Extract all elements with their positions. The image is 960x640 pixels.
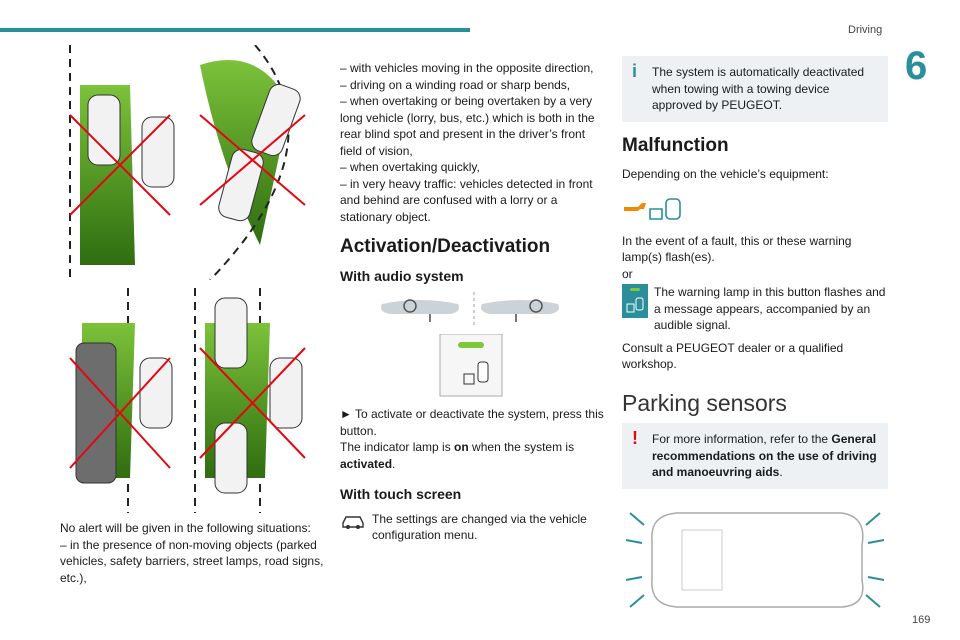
- parking-sensors-car-illustration: [625, 511, 885, 608]
- vehicle-settings-icon: [342, 515, 364, 529]
- list-item: – driving on a winding road or sharp ben…: [340, 77, 571, 92]
- chapter-number: 6: [905, 44, 928, 88]
- malfunction-heading: Malfunction: [622, 134, 729, 156]
- blind-spot-illustration-bottom: [69, 288, 306, 513]
- list-item: – when overtaking quickly,: [340, 160, 480, 174]
- tow-info-text: The system is automatically deactivated …: [652, 65, 865, 112]
- list-item: – when overtaking or being overtaken by …: [340, 94, 595, 158]
- page-number: 169: [912, 614, 931, 626]
- warning-lamps-icons: [624, 197, 681, 220]
- touch-screen-heading: With touch screen: [340, 486, 462, 502]
- parking-info-note: ! For more information, refer to the Gen…: [622, 423, 888, 489]
- list-item: – in very heavy traffic: vehicles detect…: [340, 176, 593, 224]
- no-alert-intro: No alert will be given in the following …: [60, 521, 311, 535]
- press-instruction: ► To activate or deactivate the system, …: [340, 407, 604, 438]
- parking-sensors-heading: Parking sensors: [622, 389, 787, 416]
- touch-screen-text: The settings are changed via the vehicle…: [372, 511, 587, 543]
- list-item: – with vehicles moving in the opposite d…: [340, 61, 594, 75]
- touch-screen-row: The settings are changed via the vehicle…: [340, 511, 608, 544]
- column-2: – with vehicles moving in the opposite d…: [340, 60, 608, 550]
- warning-icon: !: [632, 428, 638, 448]
- button-lamp-text: The warning lamp in this button flashes …: [654, 285, 886, 332]
- consult-text: Consult a PEUGEOT dealer or a qualified …: [622, 340, 844, 372]
- info-icon: i: [632, 61, 638, 81]
- fault-text: In the event of a fault, this or these w…: [622, 233, 852, 265]
- section-title: Driving: [848, 24, 883, 36]
- tow-info-note: i The system is automatically deactivate…: [622, 56, 888, 122]
- activation-heading: Activation/Deactivation: [340, 236, 551, 257]
- blind-spot-illustration-top: [69, 45, 306, 280]
- steering-wheel-icon: [381, 292, 559, 328]
- or-text: or: [622, 266, 633, 281]
- button-lamp-row: The warning lamp in this button flashes …: [622, 284, 888, 334]
- blind-spot-button-lamp-icon: [622, 284, 648, 318]
- no-alert-item: – in the presence of non-moving objects …: [60, 537, 324, 585]
- equipment-text: Depending on the vehicle’s equipment:: [622, 167, 829, 181]
- audio-system-heading: With audio system: [340, 267, 464, 284]
- column-3: i The system is automatically deactivate…: [622, 56, 888, 619]
- blind-spot-button-icon: [439, 334, 503, 397]
- lamp-status-text: The indicator lamp is on when the system…: [340, 440, 575, 471]
- column-1: No alert will be given in the following …: [60, 520, 325, 586]
- header-accent-bar: [0, 28, 470, 32]
